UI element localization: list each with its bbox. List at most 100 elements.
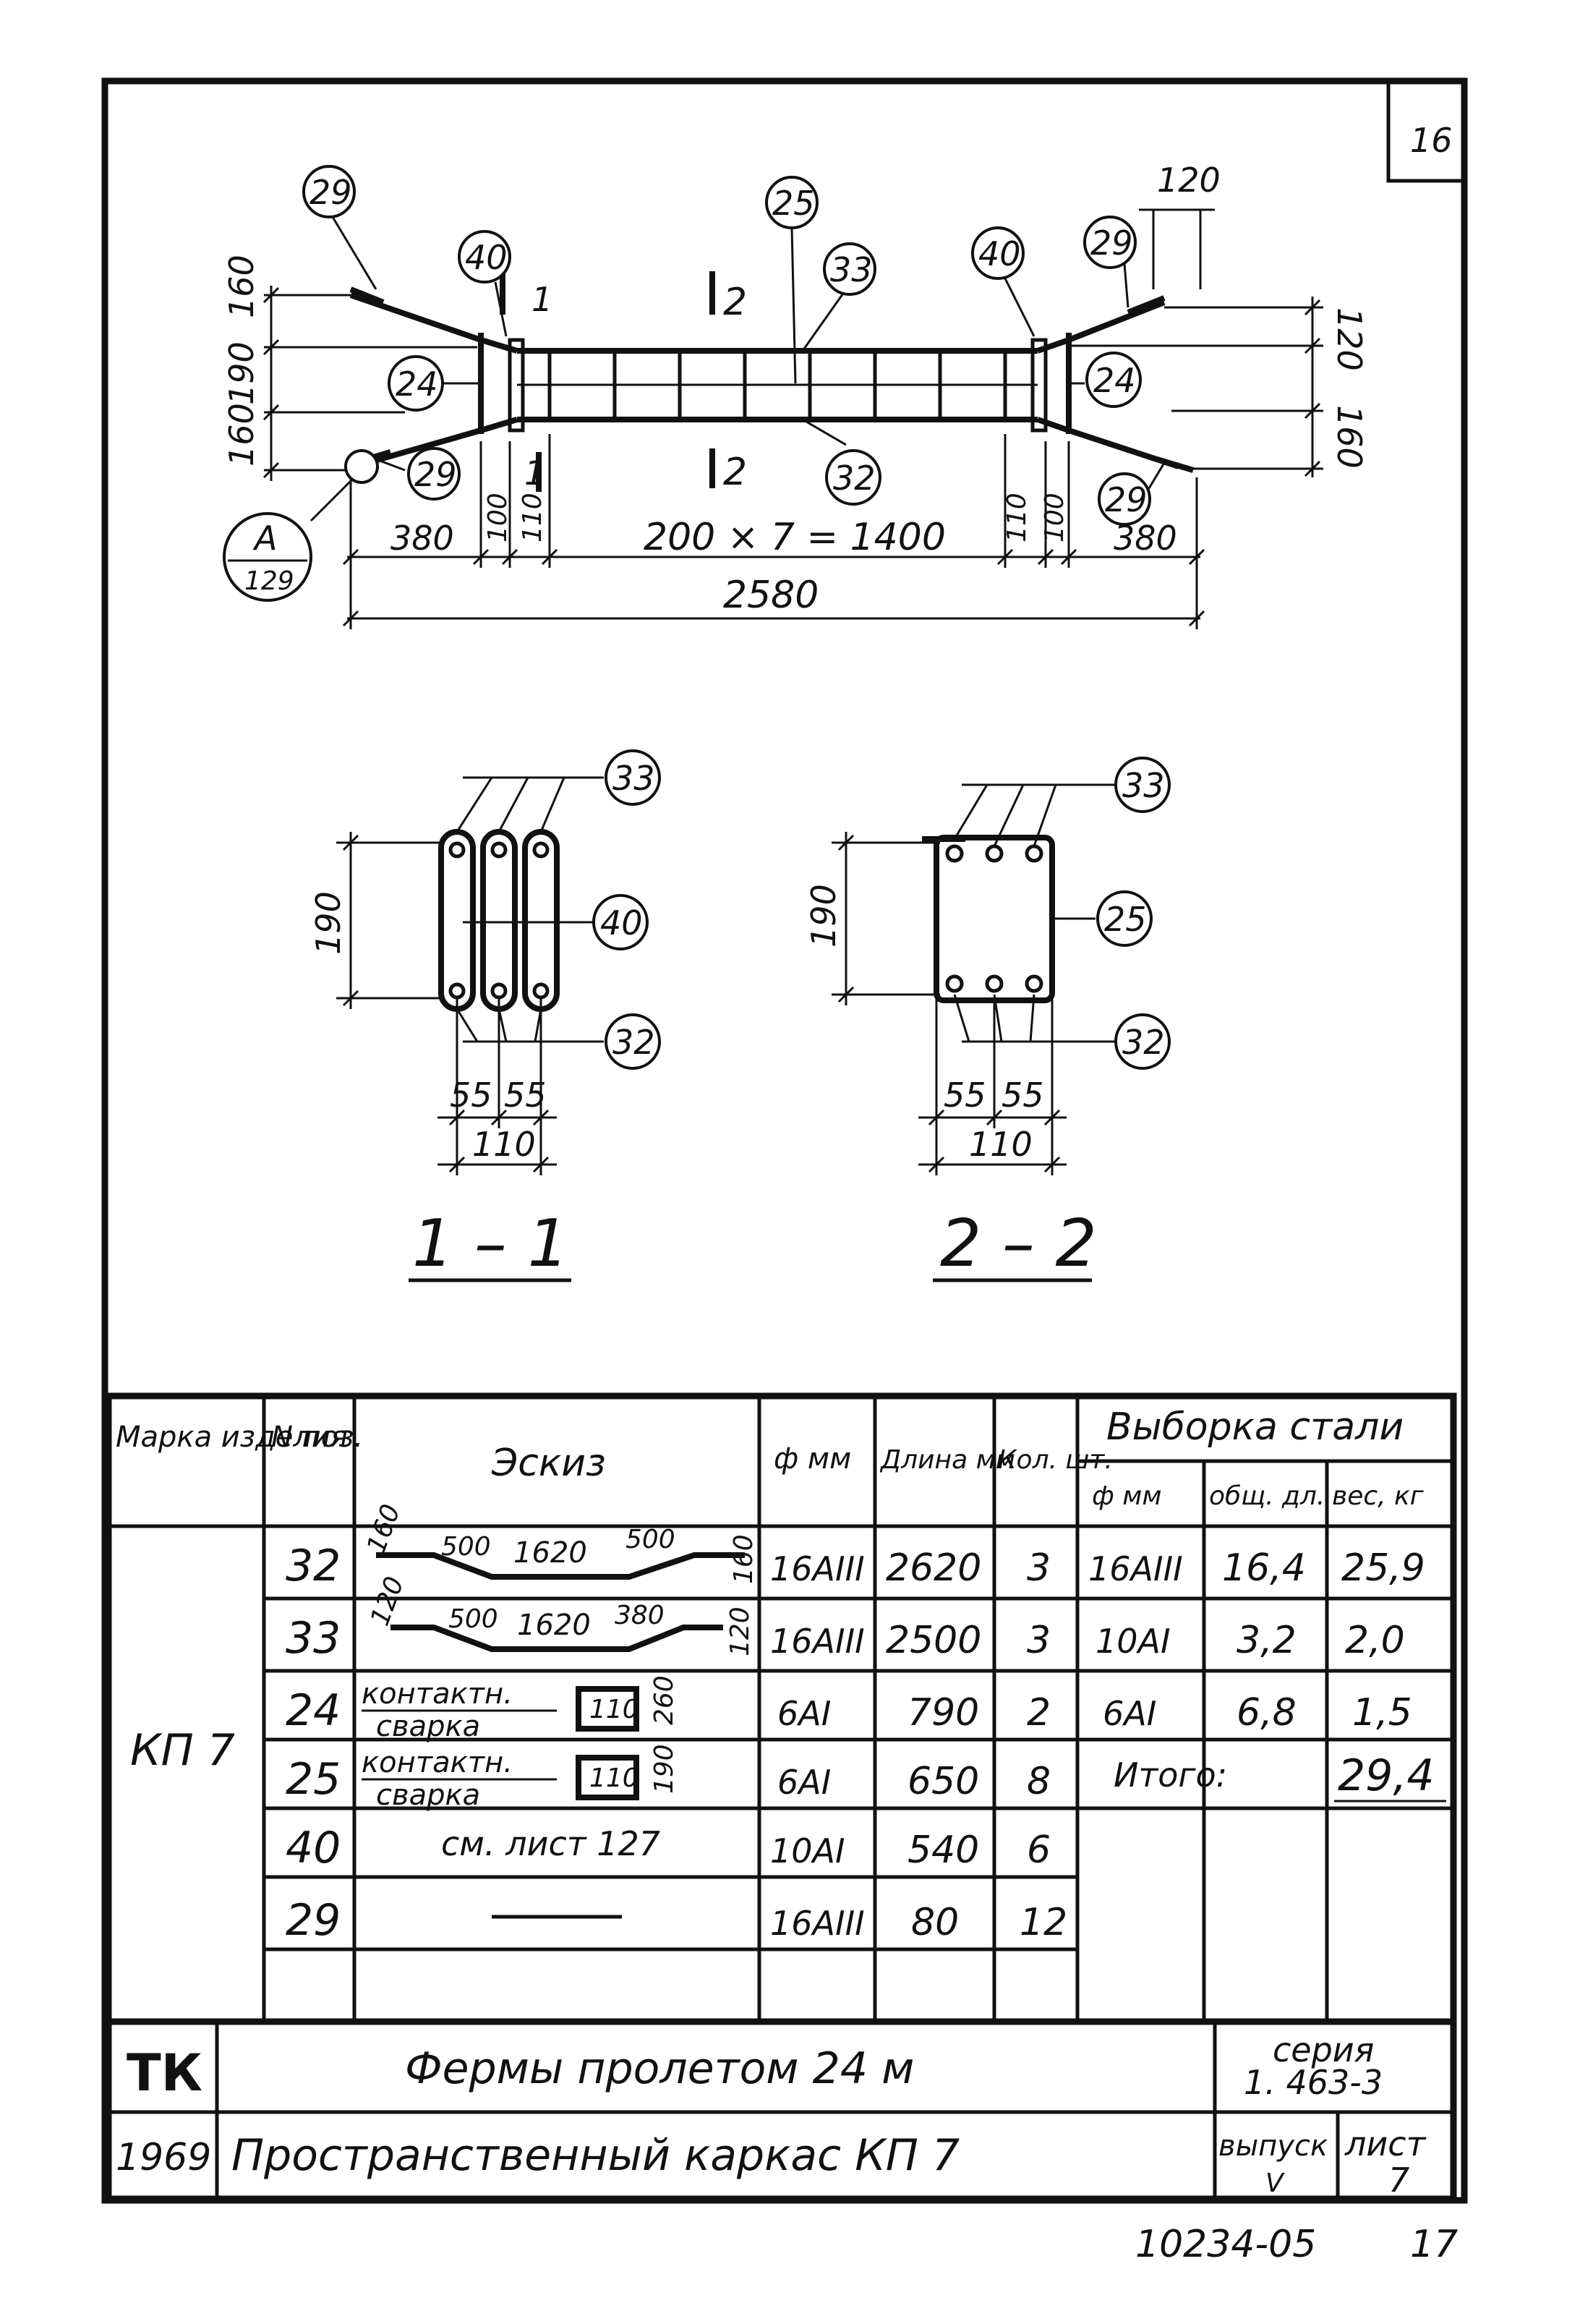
svg-text:790: 790: [908, 1691, 979, 1735]
table-row: 32 16АIII 2620 3: [286, 1541, 1051, 1591]
svg-text:500: 500: [448, 1604, 498, 1634]
svg-text:1620: 1620: [513, 1536, 587, 1570]
corner-mark: 16: [1410, 121, 1453, 160]
anchor-29-left: [349, 286, 392, 466]
spec-table: Марка изделия N поз. Эскиз ф мм Длина мм…: [105, 1392, 1457, 2025]
svg-text:6: 6: [1027, 1829, 1051, 1872]
year: 1969: [116, 2136, 211, 2179]
hdr-mark: Марка изделия: [116, 1421, 348, 1454]
section-mark-2-bot: 2: [723, 451, 747, 494]
svg-text:6,8: 6,8: [1237, 1691, 1297, 1735]
s2-dim-b: 55: [1002, 1076, 1044, 1115]
callout-25: 25: [772, 184, 815, 223]
frame-33-2: [480, 829, 518, 1012]
hdr-steel-dia: ф мм: [1092, 1481, 1162, 1511]
plan-view: 160 190 160 120 120 160: [222, 161, 1369, 629]
callout-29-bottom-right: 29: [1105, 480, 1148, 519]
table-row: 29 16АIII 80 12: [286, 1895, 1067, 1946]
total-label: Итого:: [1114, 1755, 1227, 1795]
s1-title: 1 – 1: [412, 1206, 569, 1282]
hdr-steel-len: общ. дл.: [1209, 1481, 1325, 1511]
callout-24-right: 24: [1093, 361, 1136, 400]
svg-text:2,0: 2,0: [1345, 1619, 1405, 1662]
dim-spacing: 200 × 7 = 1400: [644, 516, 946, 559]
dim-110-left: 110: [518, 493, 547, 542]
svg-text:24: 24: [286, 1685, 341, 1736]
bent-end-left: [349, 292, 518, 469]
s2-dim-total: 110: [969, 1125, 1033, 1164]
svg-text:160: 160: [362, 1500, 406, 1557]
sketch-33: 120 500 1620 380 120: [365, 1572, 755, 1656]
hdr-dia: ф мм: [774, 1442, 851, 1476]
mark-value: КП 7: [130, 1725, 235, 1776]
hdr-sketch: Эскиз: [491, 1442, 606, 1485]
svg-text:540: 540: [908, 1829, 979, 1872]
callout-29-bottom-left: 29: [414, 455, 457, 494]
frame-33-3: [522, 829, 560, 1012]
svg-text:25,9: 25,9: [1341, 1546, 1425, 1590]
hdr-length: Длина мм: [879, 1445, 1015, 1475]
s1-callout-40: 40: [600, 903, 643, 942]
svg-text:1,5: 1,5: [1352, 1691, 1412, 1735]
section-mark-1-bot: 1: [524, 454, 545, 493]
table-row: 33 16АIII 2500 3: [286, 1613, 1051, 1664]
svg-text:2500: 2500: [886, 1619, 981, 1662]
callout-29-top-left: 29: [309, 173, 352, 212]
svg-text:25: 25: [286, 1754, 341, 1805]
section-mark-2-top: 2: [723, 281, 747, 324]
svg-text:80: 80: [911, 1901, 959, 1944]
svg-text:33: 33: [286, 1613, 341, 1664]
s1-callout-33: 33: [612, 759, 655, 798]
steel-row: 6АI 6,8 1,5: [1103, 1691, 1412, 1735]
callout-29-top-right: 29: [1090, 224, 1133, 263]
hdr-steel-wt: вес, кг: [1332, 1481, 1425, 1511]
sketch-40: см. лист 127: [441, 1824, 660, 1863]
svg-text:650: 650: [908, 1760, 979, 1803]
dim-100-right: 100: [1040, 493, 1069, 542]
s2-dim-height: 190: [804, 884, 843, 948]
dim-right-bot: 160: [1330, 405, 1369, 469]
svg-text:16АIII: 16АIII: [1088, 1549, 1183, 1588]
table-row: 24 6АI 790 2: [286, 1685, 1051, 1736]
section-1-1: 190 55 55 110 33 40 32 1 – 1: [309, 749, 661, 1282]
callout-40-right: 40: [978, 234, 1021, 273]
svg-text:40: 40: [286, 1823, 341, 1873]
svg-text:32: 32: [286, 1541, 341, 1591]
s2-callout-33: 33: [1122, 766, 1165, 805]
svg-text:500: 500: [441, 1532, 491, 1562]
svg-text:6АI: 6АI: [777, 1694, 831, 1733]
steel-row: 10АI 3,2 2,0: [1096, 1619, 1405, 1662]
svg-text:10АI: 10АI: [770, 1831, 845, 1870]
svg-text:190: 190: [649, 1744, 679, 1794]
svg-text:6АI: 6АI: [777, 1763, 831, 1802]
dim-left-top: 160: [222, 255, 261, 318]
section-2-2: 190 55 55 110 33 25 32 2 – 2: [804, 757, 1171, 1282]
dim-right-top: 120: [1157, 161, 1221, 200]
dim-total: 2580: [723, 574, 819, 617]
svg-text:29: 29: [286, 1895, 341, 1946]
s1-dim-total: 110: [472, 1125, 536, 1164]
svg-text:сварка: сварка: [376, 1779, 480, 1812]
dim-right-top2: 120: [1330, 307, 1369, 371]
frame-33-1: [438, 829, 476, 1012]
steel-row: 16АIII 16,4 25,9: [1088, 1546, 1425, 1590]
table-row: 25 6АI 650 8: [286, 1754, 1051, 1805]
svg-text:120: 120: [725, 1606, 755, 1656]
node-ref-letter: A: [252, 519, 277, 558]
s2-callout-25: 25: [1104, 900, 1147, 939]
callout-32: 32: [833, 459, 876, 498]
svg-text:110: 110: [589, 1763, 639, 1793]
end-plate-40-right: [1030, 338, 1048, 433]
svg-text:12: 12: [1020, 1901, 1067, 1944]
series-label: серия: [1273, 2030, 1374, 2069]
sheet-frame: [101, 77, 1468, 2204]
title-line-2: Пространственный каркас КП 7: [231, 2130, 960, 2181]
sheet-label: лист: [1344, 2124, 1427, 2163]
s1-dim-a: 55: [450, 1076, 492, 1115]
svg-text:160: 160: [729, 1534, 759, 1584]
svg-text:16,4: 16,4: [1222, 1546, 1306, 1590]
s2-title: 2 – 2: [940, 1206, 1097, 1282]
dim-left-bot: 160: [222, 403, 261, 467]
svg-text:380: 380: [615, 1601, 665, 1630]
